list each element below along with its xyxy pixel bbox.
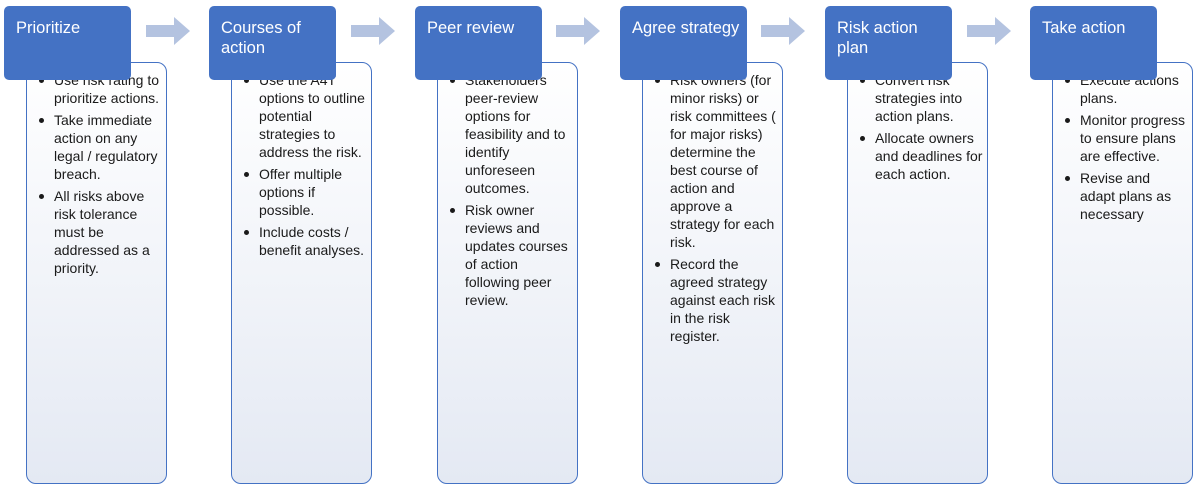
step-title: Agree strategy — [620, 6, 747, 80]
step-card: Stakeholders peer-review options for fea… — [437, 62, 578, 484]
step-title: Take action — [1030, 6, 1157, 80]
bullet-item: Revise and adapt plans as necessary — [1063, 169, 1188, 223]
step-card: Use risk rating to prioritize actions. T… — [26, 62, 167, 484]
step-card: Convert risk strategies into action plan… — [847, 62, 988, 484]
step-card: Execute actions plans. Monitor progress … — [1052, 62, 1193, 484]
bullet-list: Convert risk strategies into action plan… — [858, 71, 983, 183]
bullet-list: Use risk rating to prioritize actions. T… — [37, 71, 162, 277]
step-agree-strategy: Risk owners (for minor risks) or risk co… — [620, 6, 795, 486]
arrow-right-icon — [351, 17, 395, 45]
bullet-item: Offer multiple options if possible. — [242, 165, 367, 219]
bullet-item: All risks above risk tolerance must be a… — [37, 187, 162, 277]
bullet-item: Risk owner reviews and updates courses o… — [448, 201, 573, 309]
step-take-action: Execute actions plans. Monitor progress … — [1030, 6, 1199, 486]
arrow-right-icon — [967, 17, 1011, 45]
bullet-item: Record the agreed strategy against each … — [653, 255, 778, 345]
step-title: Courses of action — [209, 6, 336, 80]
arrow-right-icon — [556, 17, 600, 45]
bullet-item: Stakeholders peer-review options for fea… — [448, 71, 573, 197]
bullet-item: Risk owners (for minor risks) or risk co… — [653, 71, 778, 251]
bullet-list: Risk owners (for minor risks) or risk co… — [653, 71, 778, 345]
step-courses-of-action: Use the A4T options to outline potential… — [209, 6, 384, 486]
step-title: Peer review — [415, 6, 542, 80]
step-card: Use the A4T options to outline potential… — [231, 62, 372, 484]
bullet-item: Allocate owners and deadlines for each a… — [858, 129, 983, 183]
step-title: Risk action plan — [825, 6, 952, 80]
step-title: Prioritize — [4, 6, 131, 80]
bullet-list: Execute actions plans. Monitor progress … — [1063, 71, 1188, 223]
step-prioritize: Use risk rating to prioritize actions. T… — [4, 6, 179, 486]
step-risk-action-plan: Convert risk strategies into action plan… — [825, 6, 1000, 486]
bullet-item: Use the A4T options to outline potential… — [242, 71, 367, 161]
bullet-list: Use the A4T options to outline potential… — [242, 71, 367, 259]
bullet-item: Monitor progress to ensure plans are eff… — [1063, 111, 1188, 165]
arrow-right-icon — [761, 17, 805, 45]
step-card: Risk owners (for minor risks) or risk co… — [642, 62, 783, 484]
step-peer-review: Stakeholders peer-review options for fea… — [415, 6, 590, 486]
bullet-item: Include costs / benefit analyses. — [242, 223, 367, 259]
bullet-item: Take immediate action on any legal / reg… — [37, 111, 162, 183]
bullet-list: Stakeholders peer-review options for fea… — [448, 71, 573, 309]
arrow-right-icon — [146, 17, 190, 45]
